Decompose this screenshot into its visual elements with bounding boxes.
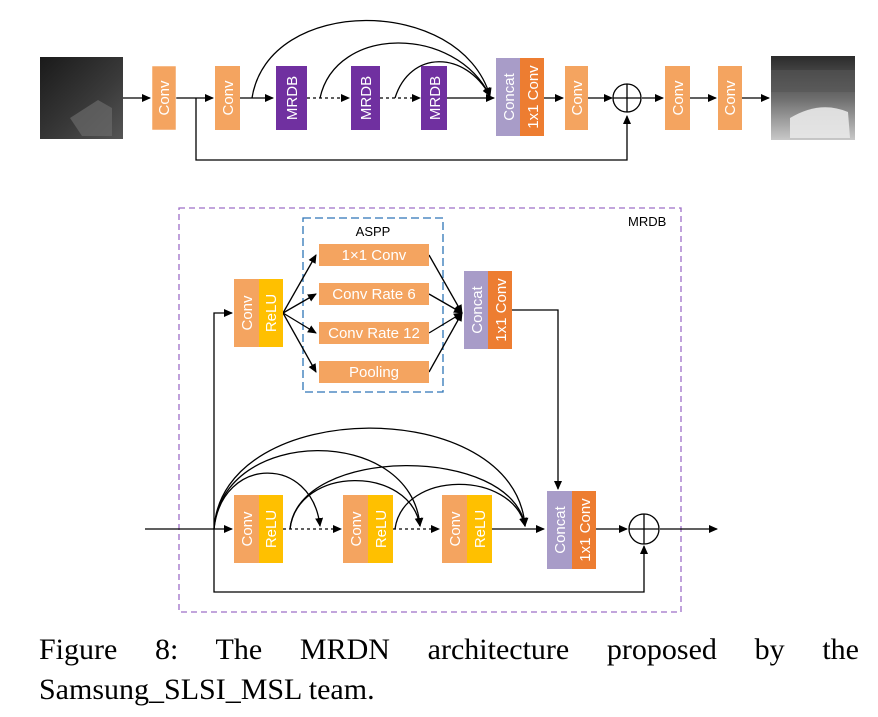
top-mrdb-1: MRDB <box>276 66 307 130</box>
top-1x1-conv: 1x1 Conv <box>520 58 544 136</box>
top-add-node <box>612 83 642 113</box>
aspp-title: ASPP <box>356 224 391 239</box>
mrdb-border <box>178 207 682 613</box>
svg-text:MRDB: MRDB <box>284 76 301 120</box>
mrdn-diagram: Conv Conv MRDB MRDB MRDB Concat 1x1 Conv <box>40 19 855 613</box>
svg-text:Concat: Concat <box>552 505 569 553</box>
svg-text:Conv: Conv <box>239 511 256 547</box>
svg-text:Conv: Conv <box>239 295 256 331</box>
aspp-border <box>302 217 444 393</box>
top-mrdb-3: MRDB <box>421 66 447 130</box>
top-mrdb-2: MRDB <box>351 66 380 130</box>
svg-text:Concat: Concat <box>501 72 518 120</box>
svg-text:Conv: Conv <box>569 80 586 116</box>
lower-1x1-conv: 1x1 Conv <box>572 491 596 569</box>
aspp-branch-conv-rate-6: Conv Rate 6 <box>319 283 429 305</box>
mrdb-add-node <box>628 513 660 545</box>
top-pipeline: Conv Conv MRDB MRDB MRDB Concat 1x1 Conv <box>40 19 855 161</box>
svg-text:1×1 Conv: 1×1 Conv <box>342 247 407 264</box>
top-conv-1: Conv <box>151 65 177 131</box>
svg-text:Conv: Conv <box>722 80 739 116</box>
svg-text:ReLU: ReLU <box>373 510 390 548</box>
svg-text:Conv Rate 12: Conv Rate 12 <box>328 325 420 342</box>
aspp-branch-conv-rate-12: Conv Rate 12 <box>319 322 429 344</box>
upper-relu: ReLU <box>259 279 283 347</box>
top-concat: Concat <box>496 58 520 136</box>
svg-text:1x1 Conv: 1x1 Conv <box>525 65 542 129</box>
mrdb-detail: MRDB ASPP <box>145 207 718 613</box>
mrdb-title: MRDB <box>628 214 666 229</box>
top-conv-2: Conv <box>215 66 240 130</box>
svg-text:1x1 Conv: 1x1 Conv <box>577 498 594 562</box>
top-conv-3: Conv <box>565 66 588 130</box>
svg-text:Conv: Conv <box>156 80 173 116</box>
svg-text:Concat: Concat <box>469 285 486 333</box>
aspp-branch-pooling: Pooling <box>319 361 429 383</box>
lower-conv-2: Conv <box>343 495 368 563</box>
top-conv-4: Conv <box>665 66 690 130</box>
svg-text:MRDB: MRDB <box>427 76 444 120</box>
lower-relu-3: ReLU <box>467 495 492 563</box>
lower-conv-1: Conv <box>234 495 259 563</box>
upper-conv: Conv <box>234 279 259 347</box>
lower-concat: Concat <box>547 491 572 569</box>
figure-caption: Figure 8: The MRDN architecture proposed… <box>39 633 859 706</box>
input-noisy-image <box>40 57 123 139</box>
svg-text:1x1 Conv: 1x1 Conv <box>493 278 510 342</box>
lower-conv-3: Conv <box>442 495 467 563</box>
svg-text:ReLU: ReLU <box>263 294 280 332</box>
svg-text:Conv: Conv <box>670 80 687 116</box>
output-denoised-image <box>771 56 855 140</box>
svg-text:Pooling: Pooling <box>349 364 399 381</box>
svg-text:ReLU: ReLU <box>472 510 489 548</box>
lower-relu-2: ReLU <box>368 495 393 563</box>
svg-text:Conv: Conv <box>220 80 237 116</box>
svg-text:MRDB: MRDB <box>358 76 375 120</box>
aspp-branch-1x1-conv: 1×1 Conv <box>319 244 429 266</box>
upper-1x1-conv: 1x1 Conv <box>488 271 512 349</box>
lower-relu-1: ReLU <box>259 495 283 563</box>
svg-text:ReLU: ReLU <box>263 510 280 548</box>
svg-text:Conv Rate 6: Conv Rate 6 <box>332 286 415 303</box>
svg-text:Conv: Conv <box>447 511 464 547</box>
svg-text:Conv: Conv <box>348 511 365 547</box>
upper-concat: Concat <box>464 271 488 349</box>
top-conv-5: Conv <box>718 66 742 130</box>
